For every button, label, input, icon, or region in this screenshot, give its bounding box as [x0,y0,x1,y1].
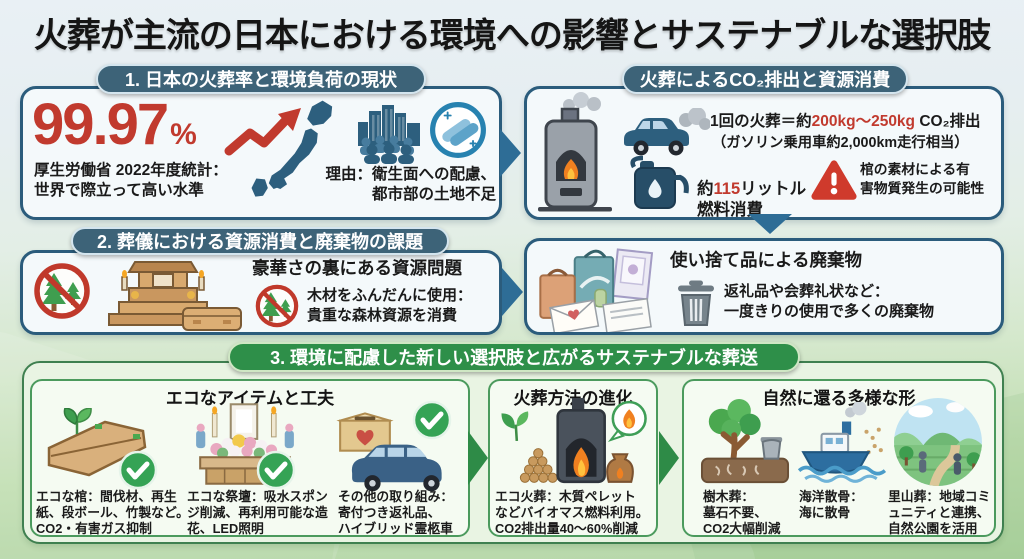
fuel-value: 115 [713,180,741,199]
flow-chevron [468,431,488,485]
fuel-text: 約115リットル 燃料消費 [697,158,806,221]
co2-emission-line: 1回の火葬＝約200kg〜250kg CO₂排出 [710,109,980,131]
co2-emission-post: CO₂排出 [915,113,981,130]
car-exhaust-icon [624,108,710,156]
section2-header: 2. 葬儀における資源消費と廃棄物の課題 [71,227,449,255]
page-title: 火葬が主流の日本における環境への影響とサステナブルな選択肢 [33,17,991,55]
resource-text: 木材をふんだんに使用： 貴重な森林資源を消費 [307,287,473,324]
flow-arrow-right [500,129,521,177]
eco-coffin-icon [47,408,147,477]
eco-coffin-text: エコな棺：間伐材、再生 紙、段ボール、竹製など。 CO2・有害ガス抑制 [36,489,189,536]
fuel-post: リットル 燃料消費 [697,180,807,220]
check-icon [256,450,296,490]
flow-chevron [659,431,679,485]
sea-scattering-text: 海洋散骨： 海に散骨 [799,489,863,520]
tree-burial-icon [700,398,790,484]
fuel-pre: 約 [697,180,714,199]
panel-nature-heading: 自然に還る多様な形 [762,389,916,408]
flow-arrow-right [502,268,523,316]
no-logging-icon [34,263,90,319]
section1-header: 1. 日本の火葬率と環境負荷の現状 [96,64,426,94]
gift-bags-illustration [539,248,654,332]
check-icon [412,400,452,440]
satoyama-text: 里山葬：地域コミ ュニティと連携、 自然公園を活用 [888,489,991,536]
warning-text: 棺の素材による有 害物質発生の可能性 [860,162,985,196]
city-crowd-icon [358,105,420,164]
cremation-rate-value: 99.97 [32,92,169,157]
co2-header: 火葬によるCO₂排出と資源消費 [622,64,908,94]
panel-eco-items-heading: エコなアイテムと工夫 [165,389,335,408]
eco-cremation-text: エコ火葬：木質ペレット などバイオマス燃料利用。 CO2排出量40〜60%削減 [495,489,649,536]
waste-heading: 使い捨て品による廃棄物 [670,250,862,270]
hybrid-hearse-icon [351,444,442,492]
no-logging-icon-small [255,284,299,328]
reason-text: 理由：衛生面への配慮、 都市部の土地不足 [325,166,496,203]
eco-altar-text: エコな祭壇：吸水スポン ジ削減、再利用可能な造 花、LED照明 [187,489,328,536]
resource-heading: 豪華さの裏にある資源問題 [252,258,462,278]
satoyama-icon [894,398,982,486]
altar-coffin-illustration [108,261,242,331]
trend-up-icon [224,108,301,156]
flow-arrow-down [748,214,792,234]
cremation-furnace-icon [538,92,612,212]
check-icon [118,450,158,490]
rate-caption: 厚生労働省 2022年度統計： 世界で際立って高い水準 [34,162,228,199]
co2-emission-note: （ガソリン乗用車約2,000km走行相当） [712,135,969,151]
cremation-rate: 99.97 % [32,96,197,154]
tree-burial-text: 樹木葬： 墓石不要、 CO2大幅削減 [703,489,781,536]
eco-furnace-icon [501,398,647,484]
cremation-rate-unit: % [170,118,197,151]
fuel-can-icon [630,155,689,209]
co2-emission-value: 200kg〜250kg [811,113,916,130]
clean-hands-icon [430,102,486,158]
warning-icon [811,160,857,200]
sea-scattering-icon [797,402,887,483]
co2-emission-pre: 1回の火葬＝約 [710,113,812,130]
section3-header: 3. 環境に配慮した新しい選択肢と広がるサステナブルな葬送 [228,342,800,372]
other-initiatives-text: その他の取り組み： 寄付つき返礼品、 ハイブリッド霊柩車 [338,489,454,536]
waste-text: 返礼品や会葬礼状など： 一度きりの使用で多くの廃棄物 [724,283,935,320]
trash-icon [678,280,714,326]
japan-map-icon [251,100,333,197]
